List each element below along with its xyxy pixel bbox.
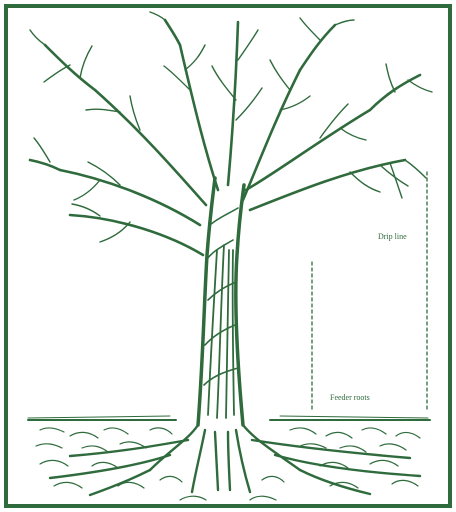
root-spread-label: Feeder roots <box>330 393 370 403</box>
tree-roots <box>50 425 420 495</box>
tree-branches <box>30 20 420 255</box>
ground-line <box>28 416 430 420</box>
tree-trunk <box>198 178 244 425</box>
tree-twigs <box>30 12 432 242</box>
drip-line-label: Drip line <box>378 232 408 242</box>
